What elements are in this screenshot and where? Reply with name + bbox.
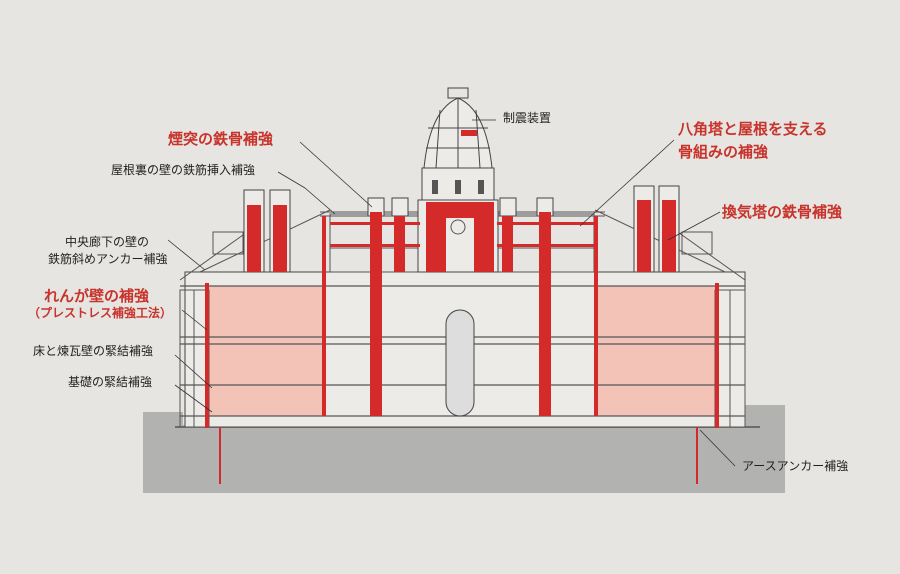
label-brick-wall: れんが壁の補強 (44, 287, 150, 305)
label-floor-brick-tie: 床と煉瓦壁の緊結補強 (33, 344, 154, 358)
tower-clock (450, 219, 466, 235)
label-prestress-method: （プレストレス補強工法） (28, 306, 173, 320)
label-octagon-tower-1: 八角塔と屋根を支える (678, 120, 828, 138)
label-vent-tower-steel: 換気塔の鉄骨補強 (722, 203, 843, 221)
label-corridor-wall-2: 鉄筋斜めアンカー補強 (48, 252, 168, 266)
leader-lines (167, 119, 736, 467)
label-earth-anchor: アースアンカー補強 (742, 459, 849, 473)
brick-wall-right (598, 286, 715, 416)
ground-step-right (740, 405, 785, 427)
label-foundation-tie: 基礎の緊結補強 (68, 375, 153, 389)
ground-block (143, 425, 785, 493)
tower-windows (432, 180, 484, 194)
label-chimney-steel: 煙突の鉄骨補強 (168, 130, 274, 148)
ground-step-left (143, 412, 183, 427)
steel-reinforcement (205, 130, 719, 428)
label-corridor-wall-1: 中央廊下の壁の (65, 235, 150, 249)
earth-anchors (219, 427, 698, 484)
label-attic-wall-rebar: 屋根裏の壁の鉄筋挿入補強 (111, 163, 256, 177)
label-seismic-device: 制震装置 (503, 111, 552, 125)
label-octagon-tower-2: 骨組みの補強 (678, 143, 769, 161)
brick-wall-left (209, 286, 324, 416)
